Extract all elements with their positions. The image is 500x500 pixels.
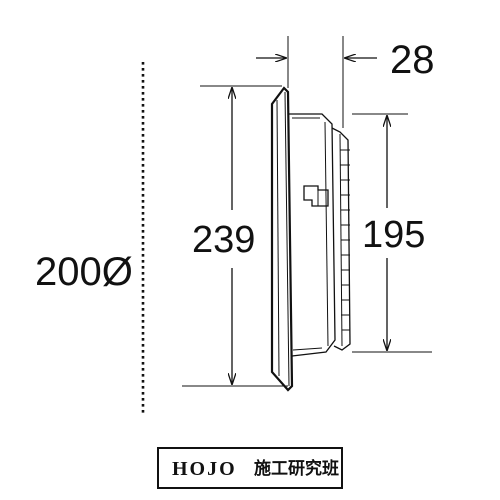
overall-height-value: 239 bbox=[192, 219, 255, 261]
footer-label-box bbox=[157, 447, 343, 489]
footer-department: 施工研究班 bbox=[254, 458, 339, 479]
dimension-overall-height bbox=[182, 85, 288, 387]
device-outline bbox=[270, 86, 351, 392]
inner-height-value: 195 bbox=[362, 214, 425, 256]
dimension-inner-height bbox=[352, 113, 432, 353]
diameter-label: 200Ø bbox=[35, 250, 133, 294]
dimension-depth bbox=[256, 36, 377, 128]
footer-brand: HOJO bbox=[172, 458, 237, 480]
depth-value: 28 bbox=[390, 38, 435, 82]
